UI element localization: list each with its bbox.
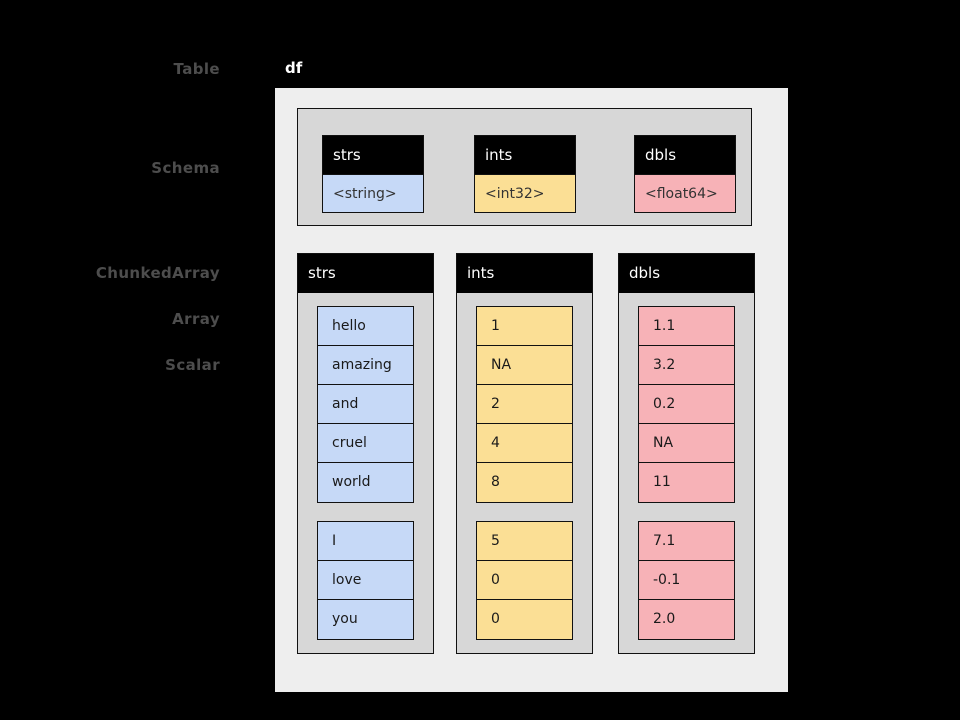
scalar-cell: 2.0 bbox=[639, 600, 734, 639]
scalar-cell: 5 bbox=[477, 522, 572, 561]
schema-field-type: <string> bbox=[323, 174, 423, 212]
schema-field-type: <float64> bbox=[635, 174, 735, 212]
schema-field-strs: strs <string> bbox=[322, 135, 424, 213]
table-title: df bbox=[285, 59, 303, 77]
label-table: Table bbox=[173, 60, 220, 78]
scalar-cell: 1.1 bbox=[639, 307, 734, 346]
scalar-cell: 0.2 bbox=[639, 385, 734, 424]
scalar-cell: love bbox=[318, 561, 413, 600]
scalar-cell: and bbox=[318, 385, 413, 424]
scalar-cell: 3.2 bbox=[639, 346, 734, 385]
array-chunk: I love you bbox=[317, 521, 414, 640]
scalar-cell: world bbox=[318, 463, 413, 502]
table-container: strs <string> ints <int32> dbls <float64… bbox=[275, 88, 788, 692]
scalar-cell: NA bbox=[477, 346, 572, 385]
column-header: strs bbox=[298, 254, 433, 293]
scalar-cell: -0.1 bbox=[639, 561, 734, 600]
schema-field-dbls: dbls <float64> bbox=[634, 135, 736, 213]
scalar-cell: 8 bbox=[477, 463, 572, 502]
column-header: ints bbox=[457, 254, 592, 293]
array-chunk: 1.1 3.2 0.2 NA 11 bbox=[638, 306, 735, 503]
column-header: dbls bbox=[619, 254, 754, 293]
scalar-cell: 0 bbox=[477, 561, 572, 600]
array-chunk: 1 NA 2 4 8 bbox=[476, 306, 573, 503]
scalar-cell: 4 bbox=[477, 424, 572, 463]
schema-field-name: strs bbox=[323, 136, 423, 174]
schema-field-type: <int32> bbox=[475, 174, 575, 212]
scalar-cell: you bbox=[318, 600, 413, 639]
scalar-cell: 7.1 bbox=[639, 522, 734, 561]
column-body: 1.1 3.2 0.2 NA 11 7.1 -0.1 2.0 bbox=[619, 293, 754, 653]
array-chunk: 5 0 0 bbox=[476, 521, 573, 640]
scalar-cell: 11 bbox=[639, 463, 734, 502]
chunked-array-column-dbls: dbls 1.1 3.2 0.2 NA 11 7.1 -0.1 2.0 bbox=[618, 253, 755, 654]
schema-box: strs <string> ints <int32> dbls <float64… bbox=[297, 108, 752, 226]
label-schema: Schema bbox=[151, 159, 220, 177]
schema-field-name: dbls bbox=[635, 136, 735, 174]
schema-field-name: ints bbox=[475, 136, 575, 174]
column-body: 1 NA 2 4 8 5 0 0 bbox=[457, 293, 592, 653]
scalar-cell: cruel bbox=[318, 424, 413, 463]
array-chunk: hello amazing and cruel world bbox=[317, 306, 414, 503]
chunked-array-column-ints: ints 1 NA 2 4 8 5 0 0 bbox=[456, 253, 593, 654]
label-chunked-array: ChunkedArray bbox=[95, 264, 220, 282]
array-chunk: 7.1 -0.1 2.0 bbox=[638, 521, 735, 640]
scalar-cell: I bbox=[318, 522, 413, 561]
scalar-cell: hello bbox=[318, 307, 413, 346]
label-scalar: Scalar bbox=[165, 356, 220, 374]
scalar-cell: 1 bbox=[477, 307, 572, 346]
label-array: Array bbox=[172, 310, 220, 328]
scalar-cell: amazing bbox=[318, 346, 413, 385]
scalar-cell: 2 bbox=[477, 385, 572, 424]
schema-field-ints: ints <int32> bbox=[474, 135, 576, 213]
scalar-cell: 0 bbox=[477, 600, 572, 639]
column-body: hello amazing and cruel world I love you bbox=[298, 293, 433, 653]
scalar-cell: NA bbox=[639, 424, 734, 463]
chunked-array-column-strs: strs hello amazing and cruel world I lov… bbox=[297, 253, 434, 654]
